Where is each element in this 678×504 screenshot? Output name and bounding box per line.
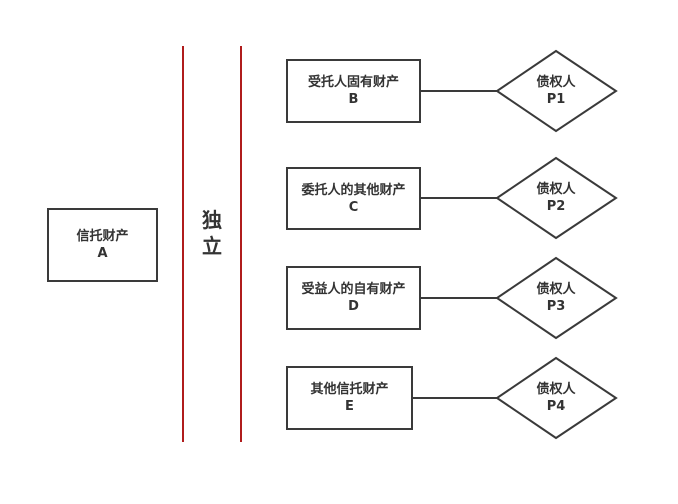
creditor-code-p4: P4 bbox=[546, 399, 566, 414]
creditor-code-p2: P2 bbox=[546, 199, 566, 214]
asset-code-b: B bbox=[348, 92, 359, 107]
creditor-diamond-p3 bbox=[495, 256, 618, 340]
trust-property-box: 信托财产 A bbox=[47, 208, 158, 282]
asset-code-e: E bbox=[345, 399, 354, 414]
independence-char-1: 独 bbox=[202, 208, 222, 232]
trust-property-name: 信托财产 bbox=[76, 229, 129, 244]
creditor-name-p1: 债权人 bbox=[536, 75, 576, 90]
asset-box-c: 委托人的其他财产 C bbox=[286, 167, 421, 230]
creditor-label-p1: 债权人 P1 bbox=[516, 74, 596, 108]
creditor-diamond-p4 bbox=[495, 356, 618, 440]
asset-code-c: C bbox=[348, 199, 359, 215]
trust-property-code: A bbox=[97, 246, 108, 261]
creditor-label-p3: 债权人 P3 bbox=[516, 281, 596, 315]
asset-name-d: 受益人的自有财产 bbox=[301, 282, 406, 297]
creditor-name-p4: 债权人 bbox=[536, 382, 576, 397]
asset-box-b: 受托人固有财产 B bbox=[286, 59, 421, 123]
asset-box-d: 受益人的自有财产 D bbox=[286, 266, 421, 330]
creditor-diamond-p1 bbox=[495, 49, 618, 133]
asset-name-e: 其他信托财产 bbox=[310, 382, 389, 397]
creditor-code-p3: P3 bbox=[546, 299, 566, 314]
asset-code-d: D bbox=[348, 299, 359, 314]
creditor-label-p4: 债权人 P4 bbox=[516, 381, 596, 415]
creditor-name-p2: 债权人 bbox=[536, 182, 576, 197]
asset-name-c: 委托人的其他财产 bbox=[301, 182, 406, 198]
creditor-name-p3: 债权人 bbox=[536, 282, 576, 297]
independence-label: 独 立 bbox=[200, 207, 224, 259]
independence-char-2: 立 bbox=[202, 234, 222, 258]
divider-line-right bbox=[240, 46, 242, 442]
creditor-code-p1: P1 bbox=[546, 92, 566, 107]
asset-box-e: 其他信托财产 E bbox=[286, 366, 413, 430]
asset-name-b: 受托人固有财产 bbox=[307, 75, 399, 90]
creditor-label-p2: 债权人 P2 bbox=[516, 181, 596, 215]
divider-line-left bbox=[182, 46, 184, 442]
creditor-diamond-p2 bbox=[495, 156, 618, 240]
